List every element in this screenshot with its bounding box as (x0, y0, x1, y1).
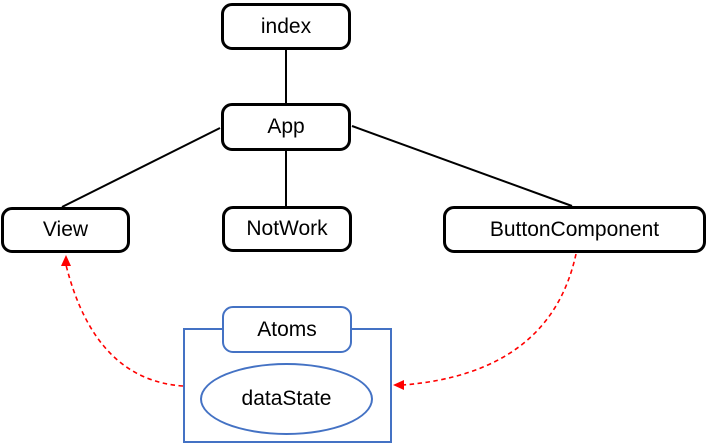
edge-buttoncomponent-datastate-dashed (402, 253, 577, 386)
node-datastate-label: dataState (241, 387, 332, 410)
node-app: App (221, 103, 351, 151)
node-index: index (221, 3, 351, 50)
node-buttoncomponent-label: ButtonComponent (489, 217, 660, 241)
edge-datastate-view-dashed (65, 264, 184, 387)
node-datastate: dataState (200, 363, 373, 435)
arrowhead-to-datastate (393, 380, 404, 390)
node-app-label: App (267, 115, 305, 138)
node-view: View (1, 207, 130, 253)
node-buttoncomponent: ButtonComponent (443, 206, 706, 253)
node-view-label: View (42, 218, 89, 241)
node-index-label: index (260, 14, 312, 38)
edge-app-buttoncomponent (351, 125, 573, 207)
edge-app-view (61, 127, 221, 208)
node-atoms: Atoms (222, 306, 352, 353)
node-notwork: NotWork (222, 206, 352, 252)
node-atoms-label: Atoms (257, 317, 317, 341)
arrowhead-to-view (61, 255, 71, 266)
node-notwork-label: NotWork (246, 217, 328, 240)
